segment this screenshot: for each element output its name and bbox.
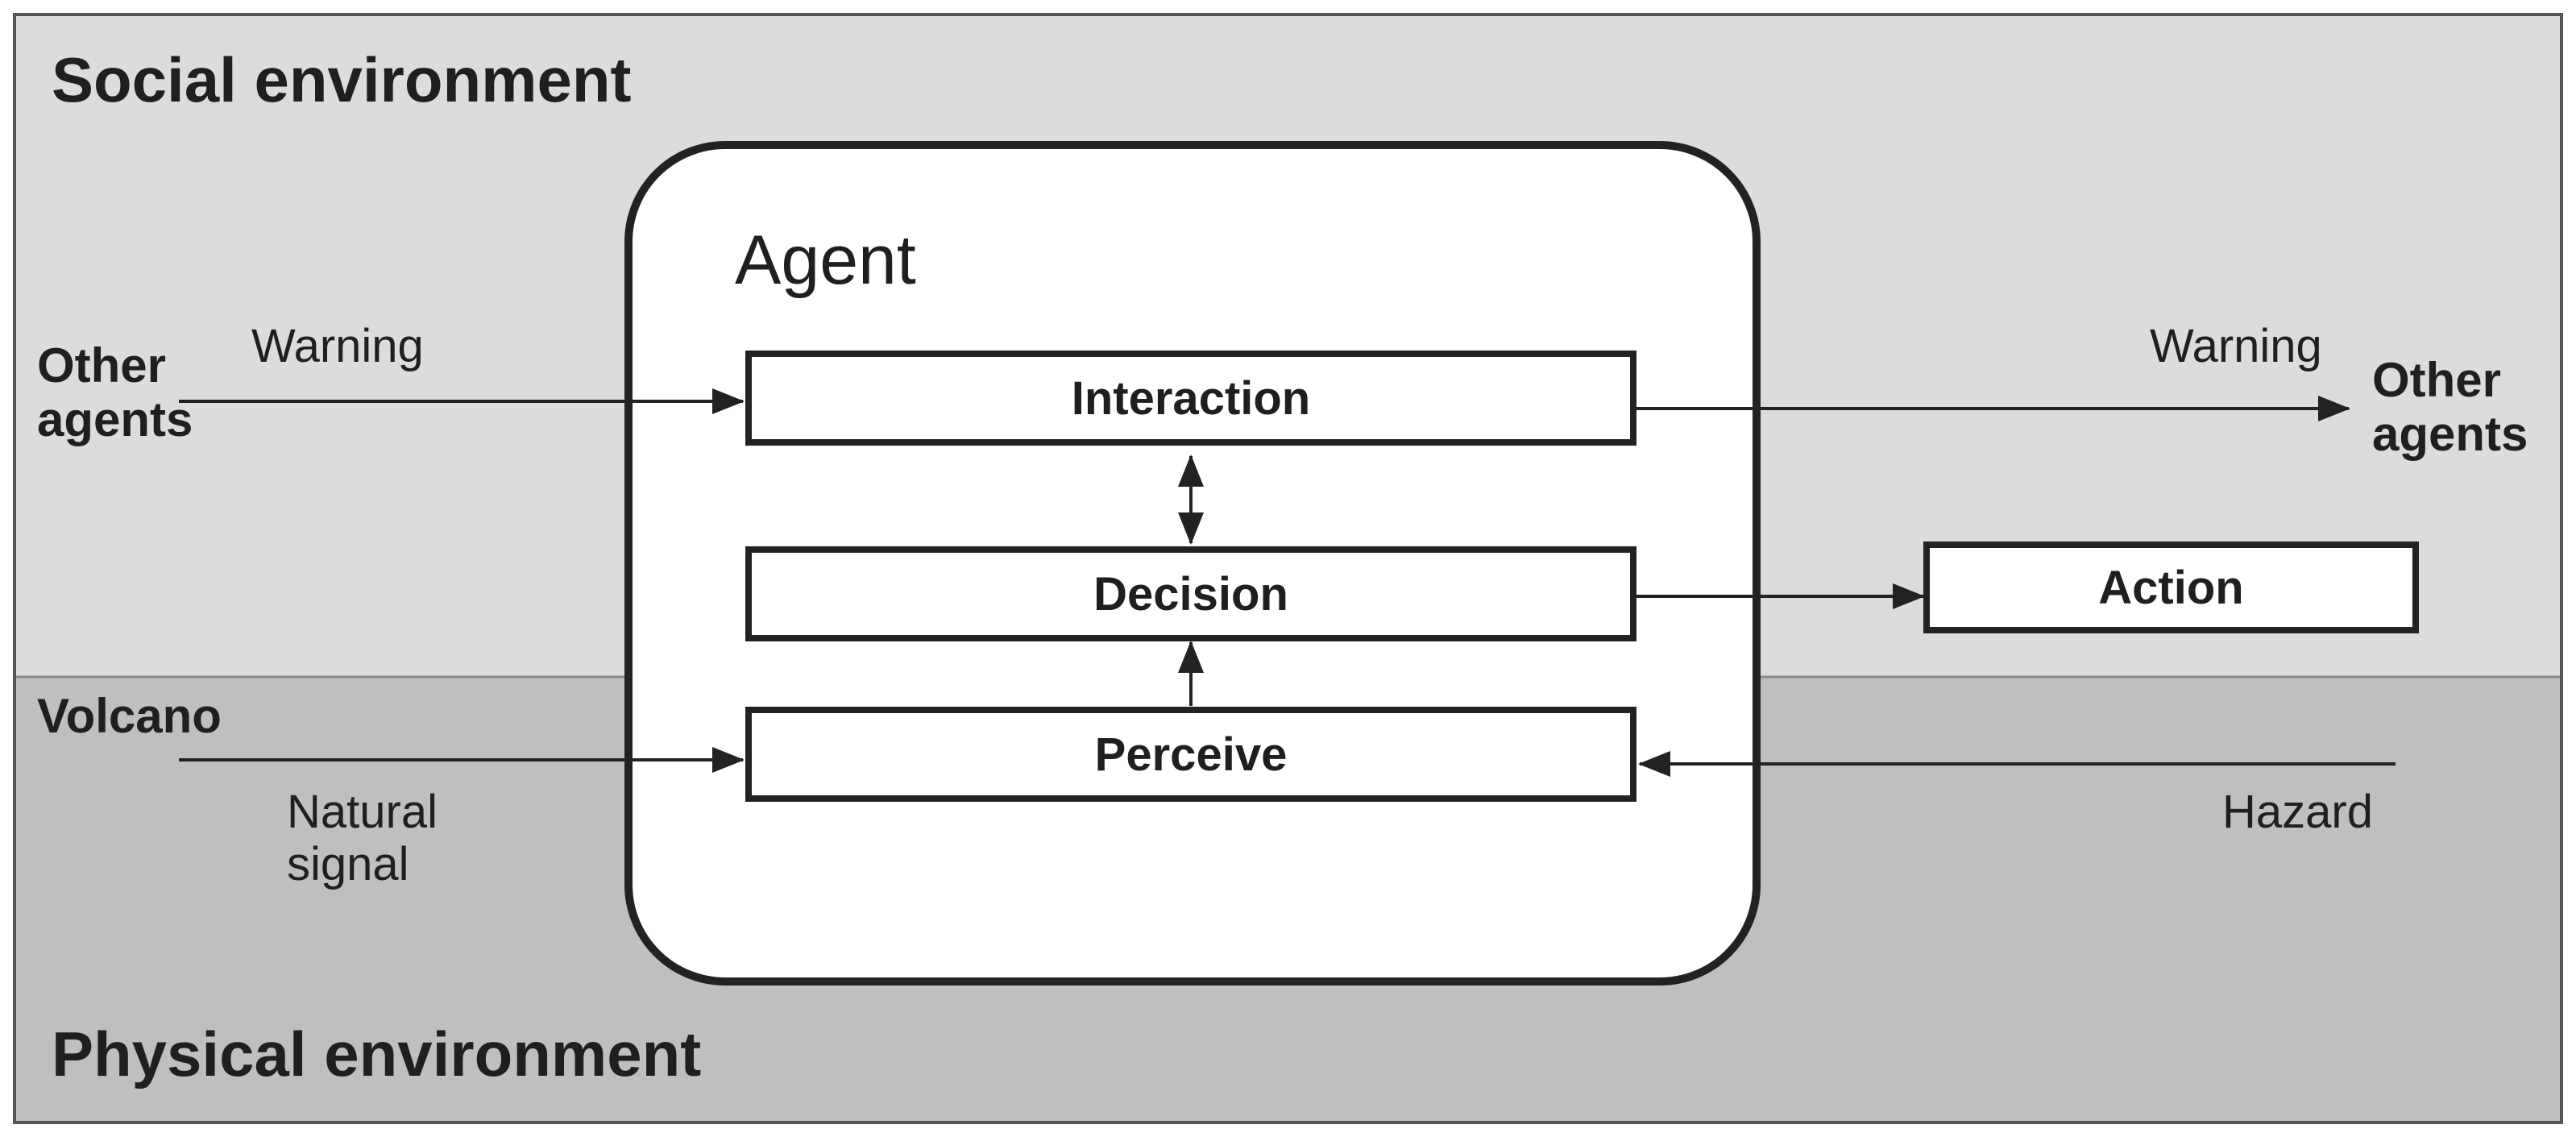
social-environment-title: Social environment [52,44,632,115]
figure-border [13,13,2563,1124]
hazard-label: Hazard [2222,786,2373,838]
decision-box: Decision [745,546,1636,641]
left-other-agents-label: Other agents [37,338,193,446]
physical-environment-title: Physical environment [52,1019,702,1089]
left-warning-label: Warning [251,320,424,372]
right-other-agents-line1: Other [2372,353,2502,407]
perceive-box: Perceive [745,707,1636,802]
left-other-agents-line1: Other [37,338,167,392]
perceive-label: Perceive [1094,728,1288,781]
left-other-agents-line2: agents [37,392,193,447]
natural-signal-line1: Natural [287,786,438,838]
interaction-label: Interaction [1071,371,1311,425]
natural-signal-label: Natural signal [287,786,438,891]
action-label: Action [2098,561,2244,614]
action-box: Action [1923,542,2419,633]
agent-title: Agent [735,222,916,299]
interaction-box: Interaction [745,351,1636,446]
right-other-agents-line2: agents [2372,407,2528,462]
right-warning-label: Warning [2150,320,2322,372]
right-other-agents-label: Other agents [2372,353,2528,461]
decision-label: Decision [1093,567,1288,620]
volcano-label: Volcano [37,689,222,743]
natural-signal-line2: signal [287,837,409,890]
